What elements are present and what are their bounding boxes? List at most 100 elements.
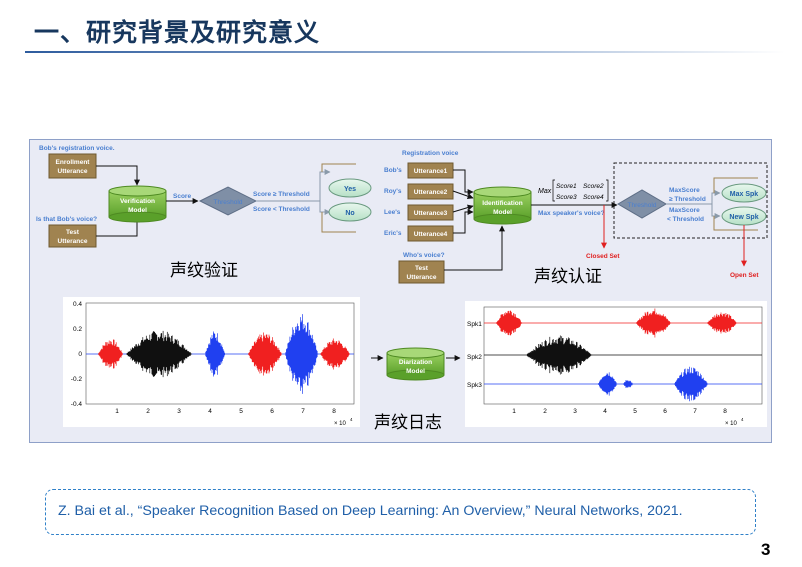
score-matrix-bars — [552, 179, 609, 202]
id-test-line2: Utterance — [407, 274, 437, 281]
no-oval: No — [328, 202, 372, 222]
y-tick: 0.4 — [73, 301, 82, 308]
x-tick: 4 — [208, 408, 212, 415]
speaker-eric: Eric's — [384, 230, 402, 237]
left-y-ticks: 0.4 0.2 0 -0.2 -0.4 — [71, 301, 83, 408]
id-lt-line2: < Threshold — [667, 216, 704, 223]
spk3-segment — [598, 372, 618, 396]
reference-box — [45, 489, 756, 535]
x-tick: 5 — [633, 408, 637, 415]
x-tick: 3 — [573, 408, 577, 415]
score-label: Score — [173, 193, 191, 200]
spk1-segment — [320, 338, 350, 370]
no-bracket — [321, 212, 356, 233]
left-x-exponent: 4 — [350, 417, 353, 422]
y-tick: 0 — [78, 351, 82, 358]
title-bar — [0, 0, 802, 58]
diarization-caption: 声纹日志 — [374, 413, 442, 432]
dmodel-line2: Model — [406, 368, 425, 375]
reference-citation: Z. Bai et al., “Speaker Recognition Base… — [58, 503, 683, 519]
identification-caption: 声纹认证 — [534, 267, 602, 286]
speaker-row-labels: Spk1 Spk2 Spk3 — [467, 321, 482, 389]
x-tick: 7 — [301, 408, 305, 415]
id-test-utterance-box: Test Utterance — [398, 260, 445, 284]
id-threshold-diamond: Threshold — [617, 189, 667, 219]
max-label: Max — [538, 188, 552, 195]
no-label: No — [345, 210, 354, 217]
id-threshold-label: Threshold — [628, 202, 657, 209]
score-2: Score2 — [583, 183, 604, 190]
test-arrow — [96, 216, 140, 237]
y-tick: -0.2 — [71, 376, 83, 383]
spk1-segment — [636, 308, 671, 338]
max-spk-oval: Max Spk — [721, 183, 767, 203]
id-lt-line1: MaxScore — [669, 207, 700, 214]
x-tick: 1 — [512, 408, 516, 415]
y-tick: -0.4 — [71, 401, 83, 408]
score-1: Score1 — [556, 183, 577, 190]
test-utterance-box: Test Utterance — [48, 224, 97, 248]
spk2-segment — [126, 330, 193, 378]
verification-model-cylinder: Verification Model — [108, 185, 167, 223]
spk2-label: Spk2 — [467, 354, 482, 361]
new-spk-oval: New Spk — [721, 206, 767, 226]
right-x-ticks: 1 2 3 4 5 6 7 8 — [512, 408, 727, 415]
separated-waveforms — [484, 308, 762, 402]
left-x-multiplier: × 10 — [334, 421, 347, 427]
spk3-segment — [205, 331, 225, 377]
id-ge-line2: ≥ Threshold — [669, 196, 706, 203]
enroll-arrow — [96, 165, 140, 186]
x-tick: 3 — [177, 408, 181, 415]
verification-caption: 声纹验证 — [170, 261, 238, 280]
id-ge-branch — [666, 190, 721, 205]
utterance-boxes: Utterance1 Utterance2 Utterance3 Utteran… — [407, 162, 454, 242]
speaker-lee: Lee's — [384, 209, 401, 216]
x-tick: 6 — [663, 408, 667, 415]
diarization-diagram: 0.4 0.2 0 -0.2 -0.4 1 2 3 4 5 6 7 8 × 10… — [63, 297, 767, 432]
x-tick: 2 — [146, 408, 150, 415]
spk1-segment — [248, 332, 282, 376]
diarization-model-cylinder: Diarization Model — [386, 347, 445, 381]
right-x-exponent: 4 — [741, 417, 744, 422]
x-tick: 7 — [693, 408, 697, 415]
utterance-4: Utterance4 — [414, 231, 448, 238]
title-divider — [25, 51, 785, 53]
id-registration-label: Registration voice — [402, 150, 459, 157]
speaker-bob: Bob's — [384, 167, 402, 174]
x-tick: 8 — [332, 408, 336, 415]
enrollment-utterance-box: Enrollment Utterance — [48, 153, 97, 179]
right-x-multiplier: × 10 — [725, 421, 738, 427]
yes-oval: Yes — [328, 178, 372, 198]
x-tick: 8 — [723, 408, 727, 415]
max-spk-label: Max Spk — [730, 191, 759, 198]
spk2-segment — [526, 335, 593, 375]
id-test-arrow — [444, 225, 505, 271]
x-tick: 6 — [270, 408, 274, 415]
mixed-waveform — [86, 314, 354, 394]
new-spk-label: New Spk — [729, 214, 758, 221]
spk1-label: Spk1 — [467, 321, 482, 328]
utterance-1: Utterance1 — [414, 168, 448, 175]
closed-set-label: Closed Set — [586, 253, 620, 260]
identification-model-cylinder: Identification Model — [473, 186, 532, 225]
spk1-segment — [496, 310, 523, 336]
test-line2: Utterance — [58, 238, 88, 245]
x-tick: 4 — [603, 408, 607, 415]
left-x-ticks: 1 2 3 4 5 6 7 8 — [115, 408, 336, 415]
lt-label: Score < Threshold — [253, 206, 310, 213]
spk3-segment — [674, 366, 708, 402]
utterance-2: Utterance2 — [414, 189, 448, 196]
enrollment-line1: Enrollment — [56, 159, 91, 166]
spk1-segment — [98, 339, 123, 369]
slide-title: 一、研究背景及研究意义 — [34, 18, 321, 47]
max-question: Max speaker's voice? — [538, 210, 605, 217]
id-test-line1: Test — [415, 265, 429, 272]
test-line1: Test — [66, 229, 80, 236]
ge-branch — [256, 169, 331, 202]
maxspk-bracket — [713, 177, 758, 193]
open-set-label: Open Set — [730, 272, 759, 279]
vmodel-line1: Verification — [120, 198, 155, 205]
page-number: 3 — [761, 540, 771, 559]
yes-bracket — [321, 163, 356, 172]
